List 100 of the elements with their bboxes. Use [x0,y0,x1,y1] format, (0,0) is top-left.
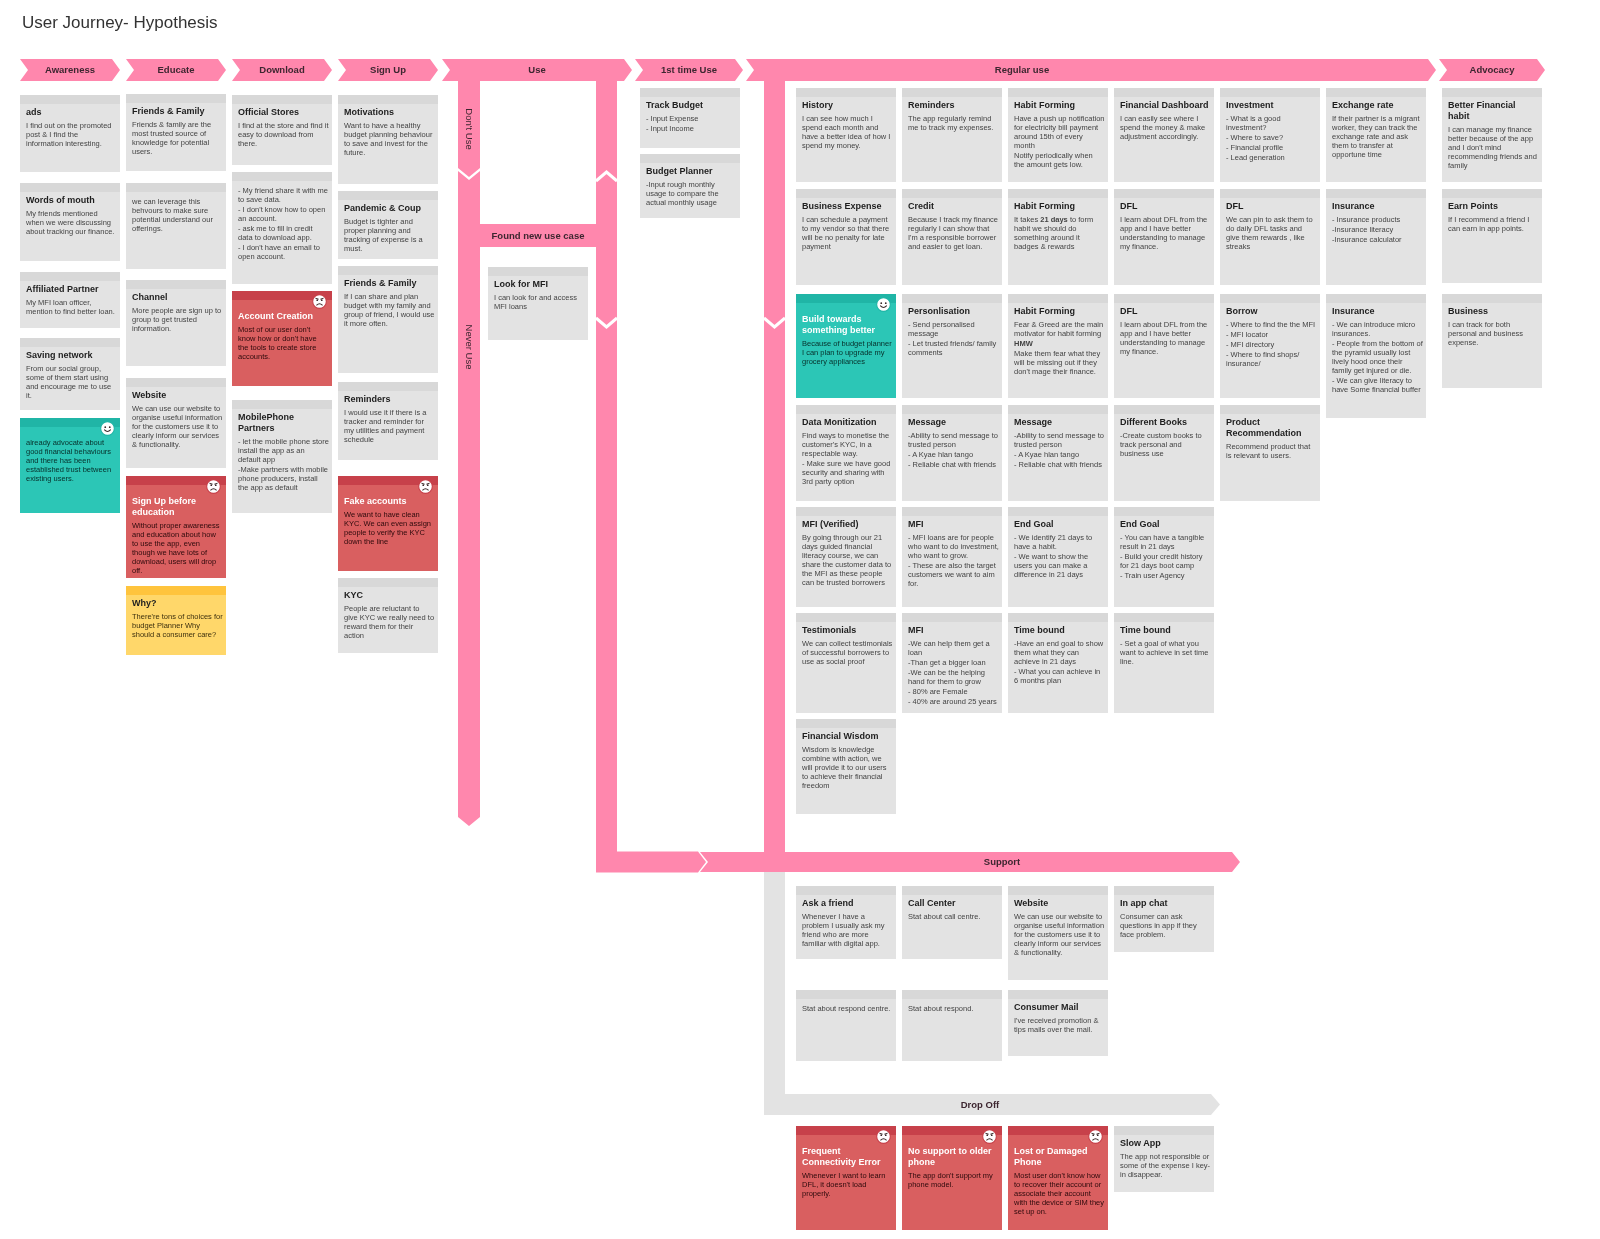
diagram-title: User Journey- Hypothesis [22,13,218,33]
note-title: Personlisation [908,306,971,317]
note-title: Better Financial habit [1448,100,1517,122]
note-title: Credit [908,201,935,212]
note-title: MFI [908,519,925,530]
stage-label: 1st time Use [661,65,717,75]
note-title: DFL [1120,306,1139,317]
sticky-note [1008,990,1108,1056]
sticky-note [1114,613,1214,713]
sticky-note [338,95,438,184]
sticky-note [796,613,896,713]
band-label: Don't Use [464,108,474,150]
sticky-note [1114,886,1214,952]
sticky-note [902,613,1002,713]
stage-label: Drop Off [960,1099,1000,1110]
sticky-note [20,95,120,172]
note-title: Friends & Family [132,106,206,117]
sticky-note [20,272,120,328]
stage-banner [700,852,1240,872]
note-title: Budget Planner [646,166,714,177]
note-title: Fake accounts [344,496,408,507]
note-title: Slow App [1120,1138,1162,1149]
sticky-note [902,88,1002,182]
stage-banner [442,59,632,81]
note-title: End Goal [1120,519,1161,530]
stage-banner [126,59,226,81]
lane-band [480,224,596,247]
note-title: Frequent Connectivity Error [802,1146,882,1168]
sticky-note [1220,189,1320,285]
band-label: Never Use [464,324,474,370]
sticky-note [1008,405,1108,501]
note-title: Account Creation [238,311,314,322]
note-title: Reminders [908,100,956,111]
sticky-note [1326,189,1426,285]
sticky-note [902,990,1002,1061]
note-title: DFL [1120,201,1139,212]
sticky-note [338,266,438,373]
sticky-note [796,886,896,959]
sticky-note [1220,294,1320,398]
sticky-note [1114,507,1214,607]
sticky-note [126,476,226,578]
sticky-note [902,189,1002,285]
sticky-note [1008,613,1108,713]
sticky-note [796,88,896,182]
sticky-note [796,719,896,814]
sticky-note [1442,88,1542,182]
sticky-note [1008,1126,1108,1230]
note-title: Reminders [344,394,392,405]
note-title: Friends & Family [344,278,418,289]
stage-label: Advocacy [1469,65,1515,75]
note-title: Words of mouth [26,195,96,206]
note-title: ads [26,107,43,118]
note-title: Call Center [908,898,957,909]
sticky-note [1114,1126,1214,1192]
sticky-note [796,1126,896,1230]
note-title: Earn Points [1448,201,1499,212]
sticky-note [232,172,332,284]
note-title: Message [908,417,948,428]
note-title: Saving network [26,350,94,361]
sticky-note [126,280,226,366]
note-title: Borrow [1226,306,1259,317]
flow-band [764,872,785,1115]
sticky-note [902,1126,1002,1230]
note-title: Motivations [344,107,395,118]
sticky-note [1008,507,1108,607]
note-title: End Goal [1014,519,1055,530]
sticky-note [902,405,1002,501]
note-title: Pandemic & Coup [344,203,422,214]
note-title: Insurance [1332,306,1376,317]
sticky-note [1008,189,1108,285]
stage-label: Awareness [45,65,95,75]
sticky-note [1008,886,1108,980]
note-title: Sign Up before education [132,496,197,518]
note-title: Why? [132,598,158,609]
note-title: Look for MFI [494,279,549,290]
note-title: MFI [908,625,925,636]
sticky-note [1326,294,1426,418]
note-title: Data Monitization [802,417,878,428]
stage-label: Use [528,65,546,75]
sticky-note [126,378,226,468]
note-title: Business Expense [802,201,883,212]
sticky-note [20,183,120,261]
sticky-note [1114,189,1214,285]
sticky-note [20,418,120,513]
note-title: Affiliated Partner [26,284,100,295]
sticky-note [1220,88,1320,182]
lane-band [458,81,480,177]
sticky-note [126,183,226,269]
note-title: Financial Wisdom [802,731,880,742]
stage-label: Sign Up [370,65,406,75]
sticky-note [1326,88,1426,182]
sticky-note [796,294,896,398]
stage-label: Educate [157,65,195,75]
sticky-note [1220,405,1320,501]
sticky-note [232,95,332,165]
sticky-note [1114,405,1214,501]
sticky-note [1008,294,1108,398]
note-title: Business [1448,306,1490,317]
flow-band [595,81,706,873]
note-title: Build towards something better [802,314,876,336]
